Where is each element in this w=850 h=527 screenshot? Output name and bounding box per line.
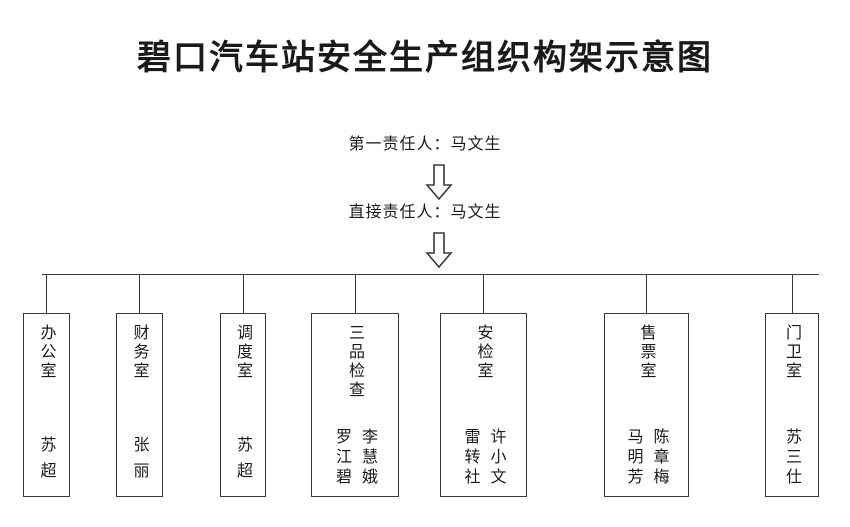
page-title: 碧口汽车站安全生产组织构架示意图 — [137, 38, 713, 78]
staff-name: 李慧娥 — [359, 428, 378, 488]
down-arrow-icon — [425, 231, 453, 269]
department-name-label: 财务室 — [117, 324, 162, 381]
horizontal-bus-line — [42, 274, 819, 275]
department-box[interactable]: 售票室陈章梅马明芳 — [604, 313, 689, 497]
down-arrow-icon — [425, 163, 453, 201]
staff-name-group: 苏超 — [221, 436, 265, 488]
staff-name: 雷转社 — [461, 428, 481, 488]
staff-name: 苏超 — [37, 436, 57, 488]
connector-drop-line — [243, 274, 244, 313]
staff-name: 罗江碧 — [333, 428, 352, 488]
first-responsible-person-label: 第一责任人：马文生 — [348, 134, 502, 153]
department-name-text: 办公室 — [37, 324, 57, 381]
staff-name: 许小文 — [487, 428, 507, 488]
staff-name-group: 张丽 — [117, 436, 162, 488]
department-name-text: 门卫室 — [783, 324, 802, 381]
connector-drop-line — [139, 274, 140, 313]
connector-drop-line — [646, 274, 647, 313]
department-box[interactable]: 调度室苏超 — [220, 313, 266, 497]
department-name-text: 售票室 — [637, 324, 657, 381]
staff-name: 张丽 — [130, 436, 150, 488]
department-box[interactable]: 办公室苏超 — [23, 313, 70, 497]
staff-name-group: 许小文雷转社 — [441, 428, 526, 488]
connector-drop-line — [355, 274, 356, 313]
department-name-text: 调度室 — [234, 324, 253, 381]
department-box[interactable]: 门卫室苏三仕 — [765, 313, 819, 497]
connector-drop-line — [792, 274, 793, 313]
staff-name-group: 苏超 — [24, 436, 69, 488]
department-name-label: 调度室 — [221, 324, 265, 381]
staff-name-group: 陈章梅马明芳 — [605, 428, 688, 488]
department-name-text: 安检室 — [474, 324, 494, 381]
department-box[interactable]: 财务室张丽 — [116, 313, 163, 497]
staff-name-group: 李慧娥罗江碧 — [312, 428, 398, 488]
staff-name: 苏超 — [234, 436, 253, 488]
connector-drop-line — [46, 274, 47, 313]
staff-name-group: 苏三仕 — [766, 428, 818, 488]
department-name-label: 门卫室 — [766, 324, 818, 381]
direct-responsible-person-label: 直接责任人：马文生 — [348, 202, 502, 221]
connector-drop-line — [483, 274, 484, 313]
department-name-text: 财务室 — [130, 324, 150, 381]
department-box[interactable]: 安检室许小文雷转社 — [440, 313, 527, 497]
department-name-label: 售票室 — [605, 324, 688, 381]
department-name-label: 办公室 — [24, 324, 69, 381]
department-name-text: 三品检查 — [346, 324, 365, 400]
staff-name: 马明芳 — [624, 428, 644, 488]
staff-name: 苏三仕 — [783, 428, 802, 488]
department-box[interactable]: 三品检查李慧娥罗江碧 — [311, 313, 399, 497]
staff-name: 陈章梅 — [650, 428, 670, 488]
department-name-label: 安检室 — [441, 324, 526, 381]
department-name-label: 三品检查 — [312, 324, 398, 400]
